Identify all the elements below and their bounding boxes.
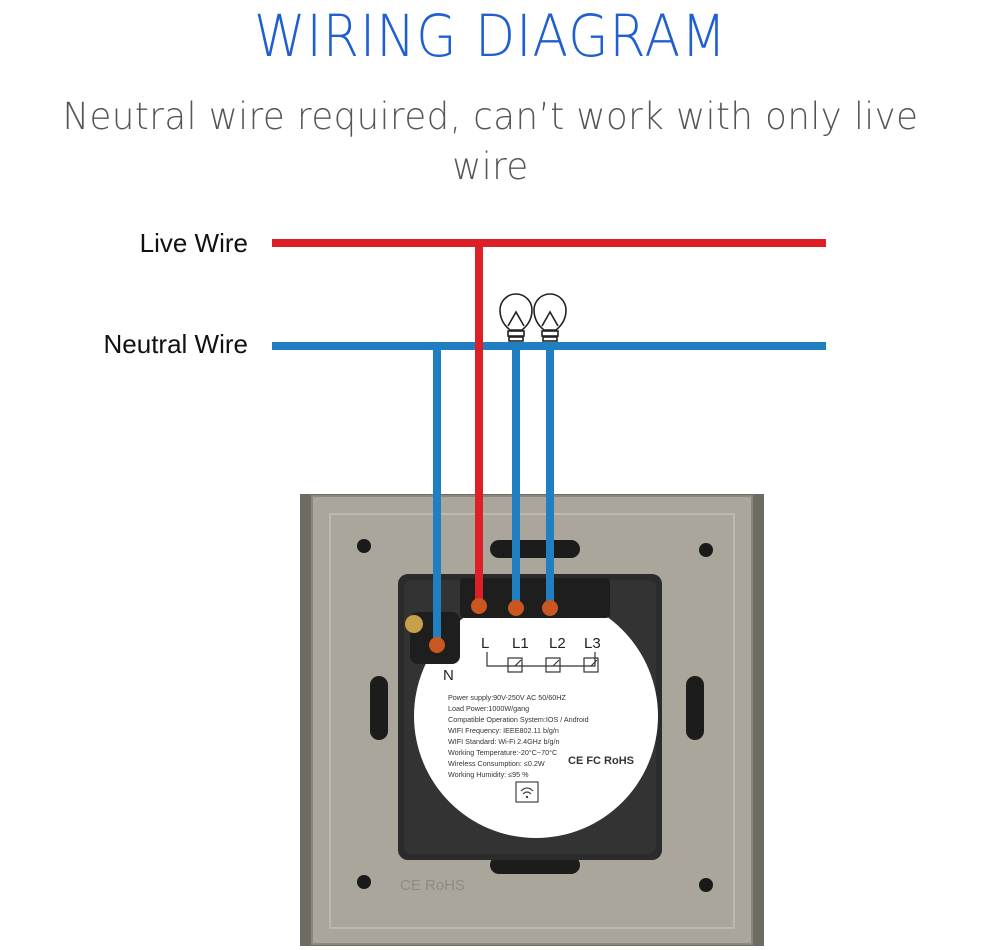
spec-line: Working Humidity: ≤95 % [448,770,529,779]
light-bulb-icon [533,293,567,342]
screw-hole [699,878,713,892]
spec-lines: Power supply:90V-250V AC 50/60HZ Load Po… [448,693,589,779]
frame-cert-marks: CE RoHS [400,877,465,894]
terminal-label-l3: L3 [584,635,601,652]
light-bulb-icon [499,293,533,342]
screw-hole [357,539,371,553]
mount-slot [490,540,580,558]
mount-slot [686,676,704,740]
terminal-label-l: L [481,635,489,652]
mount-slot [370,676,388,740]
spec-line: WIFI Frequency: IEEE802.11 b/g/n [448,726,559,735]
live-wire-label: Live Wire [139,228,248,258]
terminal-label-l2: L2 [549,635,566,652]
cert-marks: CE FC RoHS [568,755,634,767]
spec-line: Power supply:90V-250V AC 50/60HZ [448,693,566,702]
terminal-label-n: N [443,667,454,684]
terminal-screws [429,598,558,653]
spec-line: Working Temperature:-20°C~70°C [448,748,557,757]
spec-line: Wireless Consumption: ≤0.2W [448,759,545,768]
screw-hole [357,875,371,889]
mount-slot [490,856,580,874]
page-subtitle: Neutral wire required, can’t work with o… [62,95,919,188]
screw-hole [699,543,713,557]
spec-label [414,594,658,838]
page-title: WIRING DIAGRAM [253,2,728,70]
switch-body [398,574,662,860]
spec-line: Load Power:1000W/gang [448,704,529,713]
spec-line: Compatible Operation System:IOS / Androi… [448,715,589,724]
spec-line: WIFI Standard: Wi-Fi 2.4GHz b/g/n [448,737,559,746]
terminal-label-l1: L1 [512,635,529,652]
relay-symbols [486,652,599,673]
wifi-icon [515,781,539,803]
neutral-wire-label: Neutral Wire [103,329,248,359]
